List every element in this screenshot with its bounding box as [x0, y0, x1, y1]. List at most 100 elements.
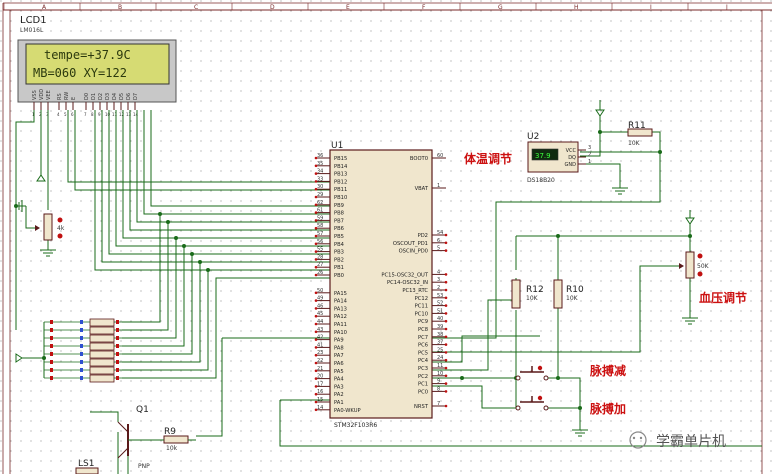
sensor-pin-VCC: VCC	[566, 148, 577, 154]
mcu-part: STM32F103R6	[334, 422, 377, 429]
ls1-ref: LS1	[78, 459, 94, 469]
mcu-pin-num: 24	[437, 355, 443, 361]
lcd-pin-VDD: VDD	[39, 89, 45, 100]
mcu-pin-num: 30	[317, 184, 323, 190]
lcd-pin-E: E	[71, 97, 77, 100]
r12-ref: R12	[526, 285, 544, 295]
transistor-q1[interactable]: Q1 PNP	[117, 405, 150, 470]
mcu-pin-PD2: PD2	[418, 233, 428, 239]
pot-right-up-icon	[697, 253, 703, 259]
lcd-pin-D1: D1	[91, 93, 97, 100]
mcu-pin-VBAT: VBAT	[415, 186, 429, 192]
ruler-col-A: A	[42, 4, 47, 11]
mcu-pin-num: 2	[437, 285, 440, 291]
mcu-pin-PA13: PA13	[334, 306, 347, 312]
mcu-pin-PC5: PC5	[418, 350, 428, 356]
mcu-pin-num: 16	[317, 389, 323, 395]
mcu-pin-PC14-OSC32_IN: PC14-OSC32_IN	[387, 280, 428, 286]
mcu-pin-num: 55	[317, 247, 323, 253]
resistor-r9[interactable]: R9 10k	[140, 427, 196, 452]
ruler-col-D: D	[270, 4, 275, 11]
lcd-pin-num: 8	[91, 112, 94, 117]
mcu-pin-PB14: PB14	[334, 164, 348, 170]
ruler-col-G: G	[498, 4, 503, 11]
resistor-r11[interactable]: R11 10K	[627, 121, 653, 147]
mcu-pin-PB4: PB4	[334, 242, 345, 248]
mcu-pin-PB3: PB3	[334, 250, 344, 256]
mcu-pin-PB8: PB8	[334, 211, 344, 217]
mcu-pin-PB0: PB0	[334, 273, 344, 279]
button-pulse-down[interactable]	[515, 365, 549, 381]
mcu-pin-num: 11	[437, 363, 443, 369]
mcu-pin-PA10: PA10	[334, 330, 347, 336]
mcu-pin-num: 61	[317, 208, 323, 214]
potentiometer-right[interactable]: 50K	[679, 251, 710, 279]
mcu-pin-num: 15	[317, 397, 323, 403]
rnet-resistor	[89, 350, 115, 359]
mcu-pin-num: 23	[317, 350, 323, 356]
rnet-resistor	[89, 342, 115, 351]
lcd-pin-num: 13	[126, 112, 132, 117]
lcd-pin-VEE: VEE	[46, 90, 52, 100]
lcd-screen	[25, 43, 170, 85]
mcu-pin-PA12: PA12	[334, 314, 347, 320]
resistor-r10[interactable]: R10 10K	[553, 279, 584, 309]
ruler-col-F: F	[422, 4, 426, 11]
mcu-pin-num: 21	[317, 366, 323, 372]
mcu-pin-PA3: PA3	[334, 384, 344, 390]
mcu-pin-num: 28	[317, 254, 323, 260]
mcu-pin-PA15: PA15	[334, 291, 347, 297]
mcu-pin-num: 29	[317, 192, 323, 198]
mcu-pin-num: 60	[437, 153, 443, 159]
lcd-pin-D5: D5	[119, 93, 125, 100]
mcu-pin-NRST: NRST	[414, 404, 429, 410]
sensor-ref: U2	[527, 132, 539, 142]
sensor-display	[531, 148, 559, 161]
mcu-pin-num: 1	[437, 183, 440, 189]
mcu-pin-PB6: PB6	[334, 226, 344, 232]
mcu-pin-num: 17	[317, 381, 323, 387]
lcd-line1: tempe=+37.9C	[44, 48, 131, 62]
mcu-pin-num: 59	[317, 215, 323, 221]
potentiometer-left[interactable]: 4k	[35, 213, 65, 241]
mcu-pin-PA8: PA8	[334, 345, 344, 351]
resistor-r12[interactable]: R12 10K	[511, 279, 544, 309]
mcu-pin-num: 6	[437, 238, 440, 244]
mcu-pin-num: 20	[317, 374, 323, 380]
mcu-pin-num: 45	[317, 311, 323, 317]
mcu-pin-num: 35	[317, 161, 323, 167]
mcu-pin-PC11: PC11	[415, 304, 428, 310]
mcu-pin-num: 10	[437, 371, 443, 377]
watermark: 学霸单片机	[629, 431, 726, 450]
button-pulse-up[interactable]	[515, 395, 549, 411]
mcu-pin-OSCOUT_PD1: OSCOUT_PD1	[393, 241, 428, 247]
speaker-ls1[interactable]: LS1	[75, 459, 99, 474]
r11-value: 10K	[628, 140, 641, 147]
mcu-pin-PA14: PA14	[334, 299, 348, 305]
mcu-pin-num: 9	[437, 379, 440, 385]
mcu-pin-PA0-WKUP: PA0-WKUP	[334, 408, 361, 414]
mcu-pin-num: 7	[437, 401, 440, 407]
mcu-pin-num: 40	[437, 316, 443, 322]
pot-left-value: 4k	[57, 225, 65, 232]
r10-value: 10K	[566, 295, 579, 302]
mcu-pin-PB12: PB12	[334, 179, 347, 185]
mcu-pin-PB15: PB15	[334, 156, 347, 162]
lcd-pin-D6: D6	[126, 93, 132, 100]
r10-ref: R10	[566, 285, 584, 295]
junctions	[14, 130, 692, 410]
mcu-pin-num: 57	[317, 231, 323, 237]
mcu-pin-PC13_RTC: PC13_RTC	[402, 288, 428, 294]
sensor-model: DS18B20	[527, 177, 555, 184]
lcd-module[interactable]: LCD1 LM016L tempe=+37.9C MB=060 XY=122 V…	[17, 15, 177, 117]
mcu-pin-num: 52	[437, 301, 443, 307]
mcu-pin-num: 36	[317, 153, 323, 159]
mcu-pin-num: 22	[317, 358, 323, 364]
resistor-network[interactable]	[44, 318, 122, 383]
ruler-col-H: H	[574, 4, 579, 11]
